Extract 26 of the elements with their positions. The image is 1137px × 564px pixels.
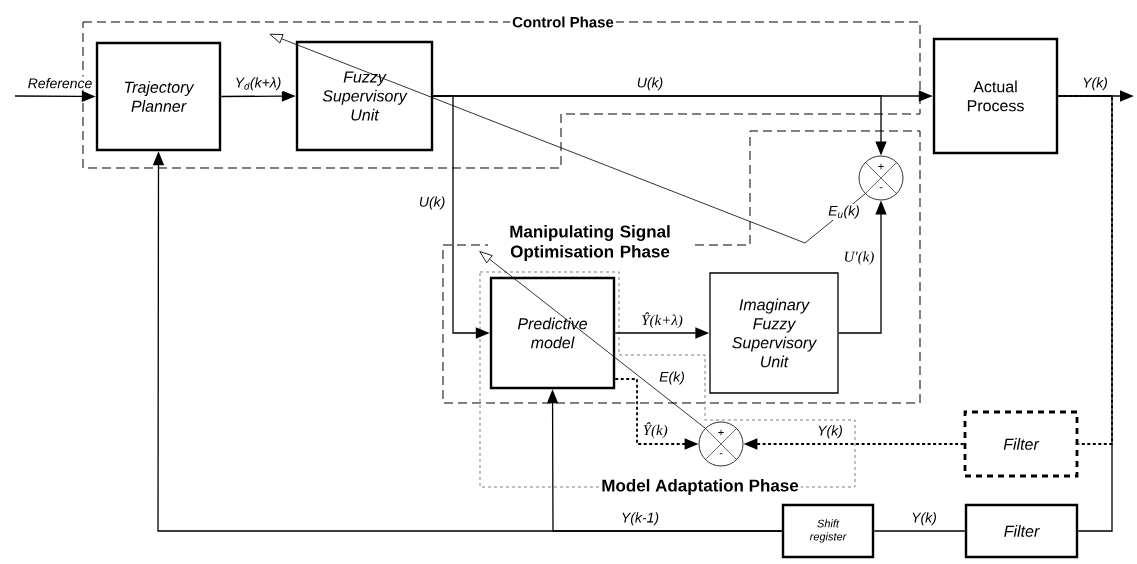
edge-label: Y(k) — [815, 423, 845, 440]
process-box: Fuzzy Supervisory Unit — [295, 40, 434, 152]
arrow — [479, 251, 706, 429]
process-box: Predictive model — [489, 276, 616, 390]
filter-box: Filter — [963, 410, 1079, 478]
edge-label: Reference — [26, 76, 94, 90]
edge-label: Ŷ(k) — [641, 420, 670, 440]
filter-box: Filter — [964, 503, 1079, 559]
edge-label: Y(k) — [1080, 75, 1110, 92]
process-box: Trajectory Planner — [95, 41, 222, 152]
edge-label: Ŷ(k+λ) — [639, 310, 685, 330]
edge-label: U′(k) — [842, 249, 876, 267]
edge-label: Y(k-1) — [619, 510, 661, 527]
summing-junction: + - — [698, 421, 744, 467]
process-box: Imaginary Fuzzy Supervisory Unit — [709, 272, 839, 394]
arrow — [269, 33, 866, 244]
edge-label: Y(k) — [909, 510, 939, 527]
process-box: Actual Process — [932, 37, 1059, 155]
edge-label: U(k) — [635, 75, 665, 92]
edge-label: E$_{u}$(k) — [826, 203, 862, 220]
process-box: Shift register — [781, 503, 875, 559]
edge-label: E(k) — [657, 369, 687, 386]
edge-label: Y$_{d}$(k+λ) — [233, 75, 283, 92]
summing-junction: + - — [858, 155, 904, 201]
connector-line — [873, 530, 966, 532]
connector-line — [1057, 95, 1113, 445]
